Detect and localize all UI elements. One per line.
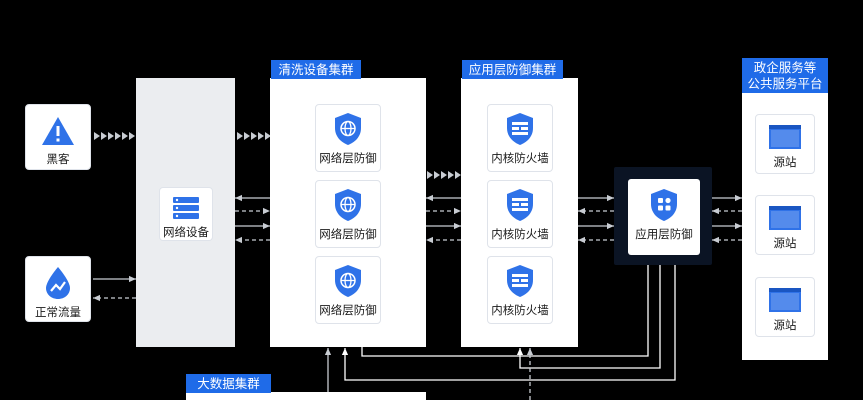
apps-shield-icon xyxy=(651,189,677,221)
water-drop-trend-icon xyxy=(46,267,70,299)
public-service-title-line2: 公共服务平台 xyxy=(747,75,823,91)
scrub-node[interactable]: 网络层防御 xyxy=(315,256,381,324)
globe-shield-icon xyxy=(335,113,361,145)
firewall-shield-icon xyxy=(507,189,533,221)
loop-applayer-to-scrub-cluster xyxy=(341,265,676,381)
warning-triangle-icon xyxy=(42,117,74,145)
public-service-title-line1: 政企服务等 xyxy=(753,59,817,75)
bigdata-cluster-panel xyxy=(186,392,426,400)
public-service-title: 政企服务等 公共服务平台 xyxy=(742,58,828,93)
origin-site-label: 源站 xyxy=(773,236,797,250)
hacker-card[interactable]: 黑客 xyxy=(25,104,91,170)
attack-flow-scrubbing-to-appdefense xyxy=(427,171,461,179)
network-device-label: 网络设备 xyxy=(163,225,209,239)
firewall-shield-icon xyxy=(507,113,533,145)
app-layer-defense-card: 应用层防御 xyxy=(628,179,700,255)
network-device-card[interactable]: 网络设备 xyxy=(159,187,213,241)
firewall-shield-icon xyxy=(507,265,533,297)
server-stack-icon xyxy=(173,197,199,219)
firewall-node[interactable]: 内核防火墙 xyxy=(487,180,553,248)
origin-site-card[interactable]: 源站 xyxy=(755,114,815,174)
loop-applayer-to-app-cluster xyxy=(516,265,661,369)
browser-window-icon xyxy=(769,125,801,149)
globe-shield-icon xyxy=(335,189,361,221)
scrub-node[interactable]: 网络层防御 xyxy=(315,180,381,248)
normal-traffic-card[interactable]: 正常流量 xyxy=(25,256,91,322)
origin-site-card[interactable]: 源站 xyxy=(755,277,815,337)
origin-site-label: 源站 xyxy=(773,318,797,332)
app-layer-defense-block[interactable]: 应用层防御 xyxy=(614,167,712,265)
scrub-node-label: 网络层防御 xyxy=(319,151,377,165)
attack-flow-device-to-scrubbing xyxy=(237,132,271,140)
bigdata-cluster-title: 大数据集群 xyxy=(186,374,271,393)
app-defense-cluster-title: 应用层防御集群 xyxy=(462,60,563,79)
browser-window-icon xyxy=(769,206,801,230)
firewall-node[interactable]: 内核防火墙 xyxy=(487,256,553,324)
scrubbing-cluster-title: 清洗设备集群 xyxy=(271,60,361,79)
app-layer-defense-label: 应用层防御 xyxy=(635,227,693,241)
origin-site-card[interactable]: 源站 xyxy=(755,195,815,255)
scrub-node-label: 网络层防御 xyxy=(319,303,377,317)
origin-site-label: 源站 xyxy=(773,155,797,169)
normal-traffic-label: 正常流量 xyxy=(35,305,81,319)
firewall-node[interactable]: 内核防火墙 xyxy=(487,104,553,172)
firewall-node-label: 内核防火墙 xyxy=(491,227,549,241)
browser-window-icon xyxy=(769,288,801,312)
globe-shield-icon xyxy=(335,265,361,297)
attack-flow-hacker-to-device xyxy=(94,132,135,140)
scrub-node[interactable]: 网络层防御 xyxy=(315,104,381,172)
scrub-node-label: 网络层防御 xyxy=(319,227,377,241)
hacker-label: 黑客 xyxy=(46,152,70,166)
firewall-node-label: 内核防火墙 xyxy=(491,303,549,317)
firewall-node-label: 内核防火墙 xyxy=(491,151,549,165)
